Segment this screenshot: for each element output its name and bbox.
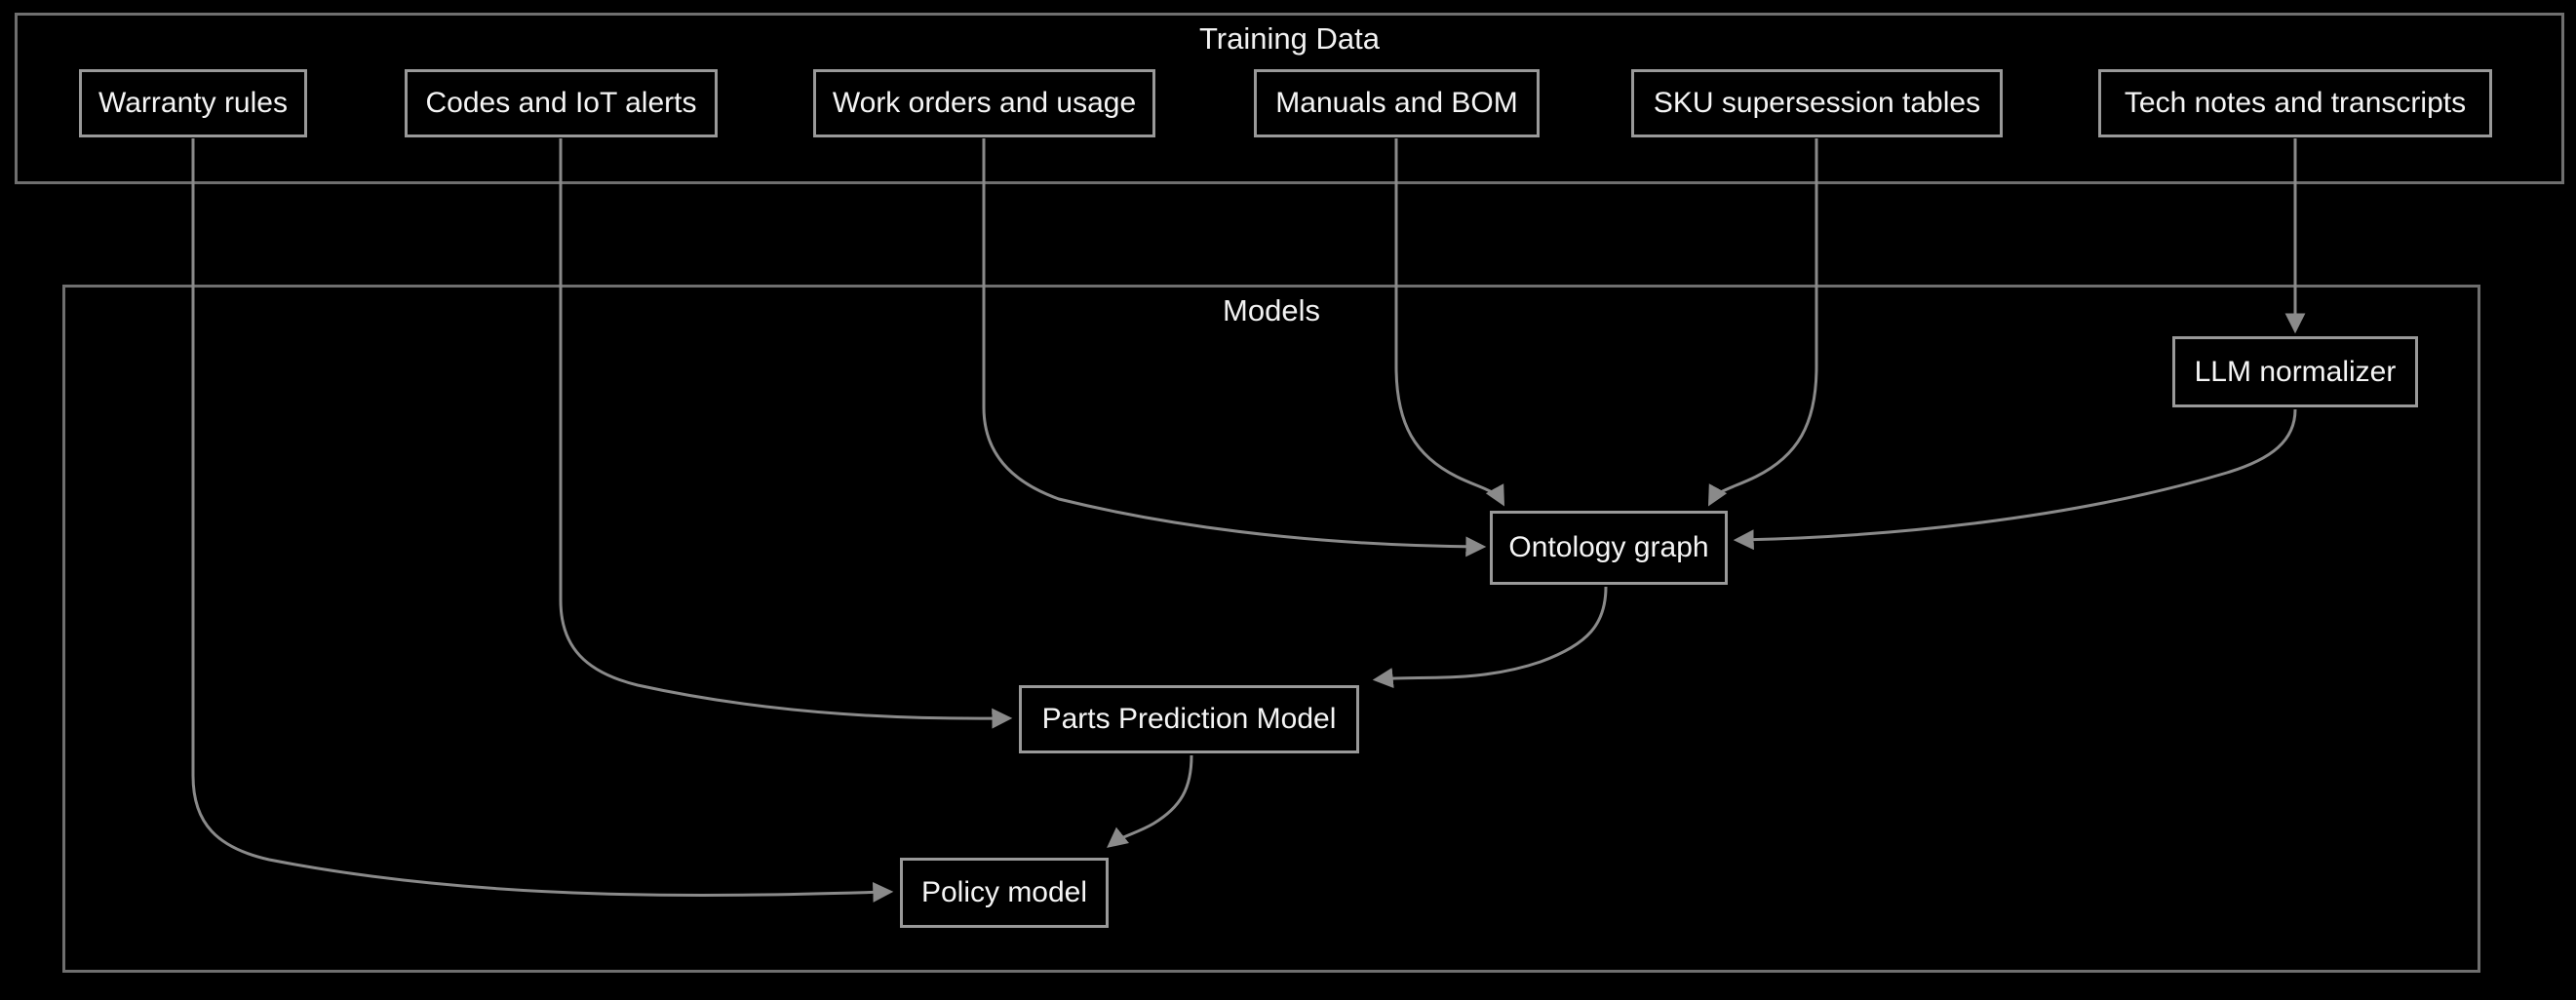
node-llm-normalizer: LLM normalizer — [2172, 336, 2418, 407]
node-work-orders-and-usage: Work orders and usage — [813, 69, 1155, 137]
node-warranty-rules: Warranty rules — [79, 69, 307, 137]
node-warranty-rules-label: Warranty rules — [98, 87, 288, 119]
node-manuals-and-bom-label: Manuals and BOM — [1275, 87, 1518, 119]
node-llm-normalizer-label: LLM normalizer — [2194, 355, 2397, 388]
node-sku-supersession-tables: SKU supersession tables — [1631, 69, 2003, 137]
node-tech-notes-and-transcripts: Tech notes and transcripts — [2098, 69, 2492, 137]
node-manuals-and-bom: Manuals and BOM — [1254, 69, 1540, 137]
container-models: Models — [62, 285, 2480, 973]
node-policy-model: Policy model — [900, 858, 1109, 928]
edge-llm-normalizer-to-ontology-graph — [1733, 408, 2297, 551]
node-parts-prediction-model-label: Parts Prediction Model — [1041, 703, 1337, 735]
node-work-orders-and-usage-label: Work orders and usage — [832, 87, 1137, 119]
node-policy-model-label: Policy model — [920, 876, 1088, 908]
node-tech-notes-and-transcripts-label: Tech notes and transcripts — [2124, 87, 2467, 119]
container-training-data-title: Training Data — [1199, 21, 1380, 56]
edge-parts-prediction-to-policy-model — [1107, 754, 1193, 848]
edge-work-orders-to-ontology-graph — [982, 138, 1487, 558]
edge-manuals-bom-to-ontology-graph — [1394, 138, 1505, 507]
node-ontology-graph-label: Ontology graph — [1508, 531, 1709, 563]
node-ontology-graph: Ontology graph — [1490, 511, 1728, 585]
node-codes-and-iot-alerts: Codes and IoT alerts — [405, 69, 718, 137]
edge-sku-supersession-to-ontology-graph — [1707, 138, 1818, 507]
container-training-data: Training Data — [15, 13, 2564, 184]
container-models-title: Models — [1223, 293, 1320, 327]
edge-warranty-rules-to-policy-model — [191, 138, 894, 903]
edge-ontology-graph-to-parts-prediction — [1372, 586, 1608, 689]
node-codes-and-iot-alerts-label: Codes and IoT alerts — [425, 87, 697, 119]
node-parts-prediction-model: Parts Prediction Model — [1019, 685, 1359, 753]
edge-codes-iot-to-parts-prediction — [559, 138, 1013, 729]
node-sku-supersession-tables-label: SKU supersession tables — [1653, 87, 1981, 119]
